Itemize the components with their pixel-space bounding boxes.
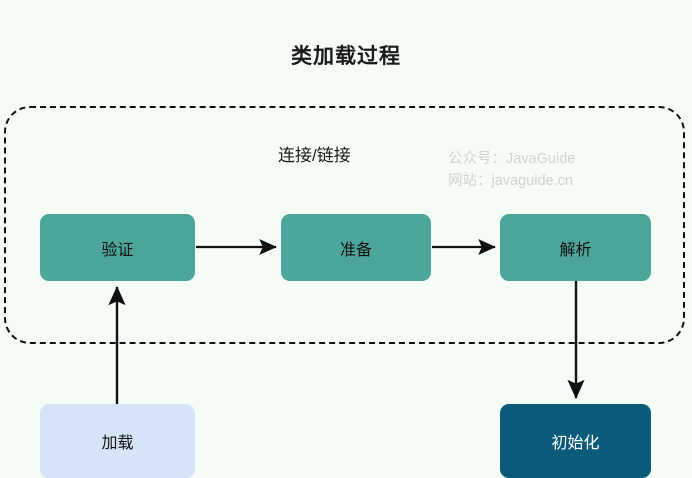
node-verify[interactable]: 验证: [40, 214, 195, 281]
connection-phase-label: 连接/链接: [278, 146, 351, 165]
watermark-line-1: 公众号：JavaGuide: [448, 151, 576, 167]
node-resolve[interactable]: 解析: [500, 214, 651, 281]
node-load[interactable]: 加载: [40, 404, 195, 478]
connection-phase-group: [4, 106, 685, 344]
diagram-title: 类加载过程: [291, 45, 401, 68]
watermark: 公众号：JavaGuide 网站：javaguide.cn: [448, 148, 575, 192]
node-initialize[interactable]: 初始化: [500, 404, 651, 478]
watermark-line-2: 网站：javaguide.cn: [448, 173, 573, 189]
node-prepare[interactable]: 准备: [281, 214, 431, 281]
